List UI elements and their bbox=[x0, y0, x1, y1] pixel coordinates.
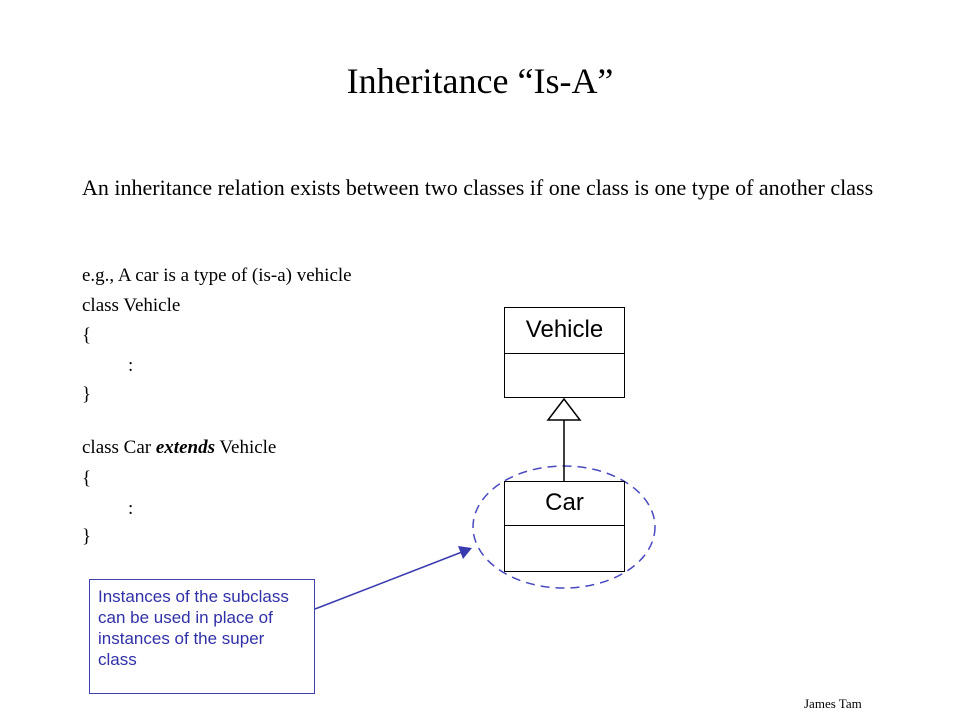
code-open-brace-2: { bbox=[82, 468, 92, 489]
code-class-car-suffix: Vehicle bbox=[214, 437, 277, 458]
class-box-car: Car bbox=[504, 481, 625, 572]
code-close-brace-2: } bbox=[82, 526, 92, 547]
code-class-vehicle: class Vehicle bbox=[82, 295, 181, 316]
callout-arrow-line bbox=[314, 551, 463, 610]
class-box-vehicle: Vehicle bbox=[504, 307, 625, 398]
generalization-arrowhead bbox=[546, 397, 582, 421]
code-extends-keyword: extends bbox=[155, 437, 215, 458]
example-text: e.g., A car is a type of (is-a) vehicle bbox=[82, 265, 352, 286]
author-footer: James Tam bbox=[804, 696, 862, 711]
code-colon-2: : bbox=[128, 498, 134, 519]
class-name-car: Car bbox=[505, 482, 624, 526]
intro-text: An inheritance relation exists between t… bbox=[82, 175, 874, 200]
callout-arrowhead bbox=[458, 546, 472, 559]
callout-note: Instances of the subclass can be used in… bbox=[89, 579, 315, 694]
code-close-brace-1: } bbox=[82, 384, 92, 405]
code-class-car: class Car extends Vehicle bbox=[82, 436, 276, 460]
slide-title: Inheritance “Is-A” bbox=[346, 61, 614, 101]
class-name-vehicle: Vehicle bbox=[505, 308, 624, 354]
code-class-car-prefix: class Car bbox=[82, 437, 156, 458]
code-colon-1: : bbox=[128, 355, 134, 376]
code-open-brace-1: { bbox=[82, 325, 92, 346]
